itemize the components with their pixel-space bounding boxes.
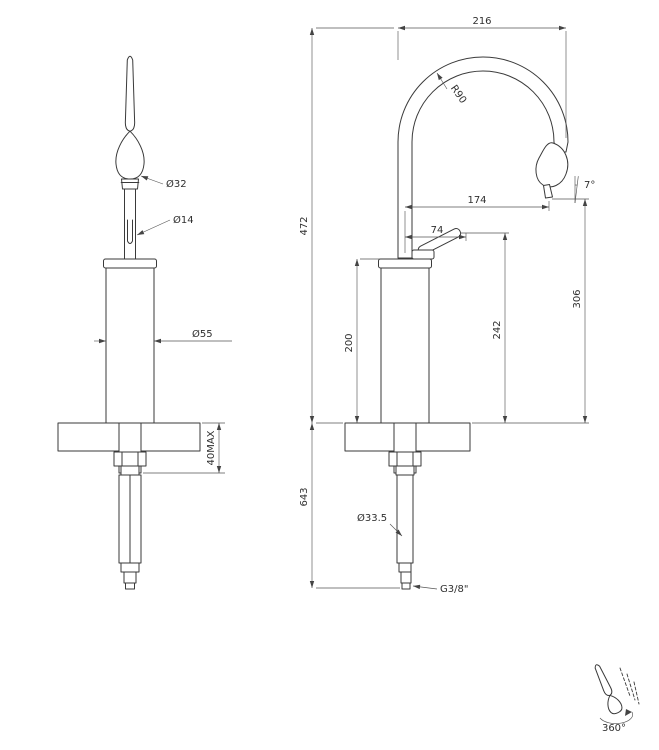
dim-label-242: 242 bbox=[492, 320, 503, 339]
rotation-icon: 360° bbox=[594, 664, 640, 734]
dim-label-g38: G3/8" bbox=[440, 584, 468, 595]
dim-label-216: 216 bbox=[472, 16, 491, 27]
dim-label-d55: Ø55 bbox=[192, 328, 213, 340]
side-collar bbox=[395, 465, 415, 476]
side-lever-base bbox=[411, 249, 435, 260]
side-spout-head bbox=[535, 142, 569, 188]
rotation-arrow-arc bbox=[599, 711, 633, 724]
dim-label-472: 472 bbox=[299, 216, 310, 235]
side-gooseneck bbox=[397, 56, 569, 259]
dim-label-200: 200 bbox=[344, 333, 355, 352]
side-view bbox=[344, 56, 569, 590]
dim-label-643: 643 bbox=[299, 487, 310, 506]
rotation-arrow-head bbox=[625, 709, 632, 716]
dim-label-174: 174 bbox=[467, 195, 486, 206]
rotation-lever-head-icon bbox=[607, 694, 623, 715]
rotation-ghost-line bbox=[619, 667, 631, 697]
front-spout-head bbox=[115, 130, 145, 180]
dim-label-d32: Ø32 bbox=[166, 178, 187, 190]
front-aerator bbox=[121, 178, 139, 190]
front-stem-detail bbox=[127, 219, 133, 244]
front-body bbox=[105, 267, 155, 424]
front-hose-fitting bbox=[120, 562, 140, 573]
front-view-dimensions: Ø32 Ø14 Ø55 40MAX bbox=[94, 175, 232, 474]
dim-label-r90: R90 bbox=[448, 83, 468, 105]
dim-label-40max: 40MAX bbox=[206, 430, 217, 465]
front-collar bbox=[120, 465, 140, 476]
side-hose-end bbox=[401, 582, 411, 590]
front-hose-end bbox=[125, 582, 135, 590]
front-stem bbox=[124, 188, 136, 260]
side-hose-bg bbox=[397, 475, 413, 563]
front-nut bbox=[113, 451, 147, 467]
rotation-lever-icon bbox=[594, 664, 613, 697]
dim-label-7deg: 7° bbox=[584, 180, 595, 191]
side-nut bbox=[388, 451, 422, 467]
side-nozzle bbox=[543, 184, 553, 199]
front-body-cap bbox=[103, 258, 157, 269]
rotation-label: 360° bbox=[602, 723, 626, 734]
dim-label-306: 306 bbox=[572, 289, 583, 308]
front-view bbox=[57, 55, 201, 590]
dim-label-d14: Ø14 bbox=[173, 214, 194, 226]
front-lever bbox=[124, 55, 136, 132]
dim-label-d335: Ø33.5 bbox=[357, 512, 387, 524]
rotation-ghost-line bbox=[626, 673, 636, 701]
dim-label-74: 74 bbox=[431, 225, 444, 236]
side-body bbox=[380, 267, 430, 424]
side-body-cap bbox=[378, 258, 432, 269]
side-hose-fitting bbox=[400, 571, 412, 584]
rotation-ghost-line bbox=[633, 681, 640, 705]
front-hose-fitting bbox=[123, 571, 137, 584]
side-hose-fitting bbox=[398, 562, 412, 573]
